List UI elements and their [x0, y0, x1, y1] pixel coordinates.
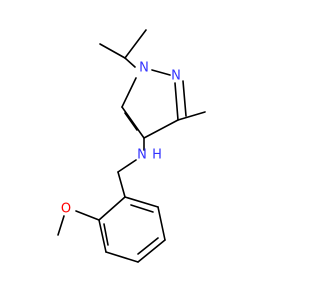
- atom-label-layer: N N N H O: [61, 61, 181, 217]
- atom-amine-hydrogen-label: H: [152, 148, 162, 163]
- bond-c4-c5-double: [124, 112, 138, 131]
- bond-layer: [57, 29, 206, 263]
- bond-isopropyl-n1: [124, 57, 136, 68]
- atom-n1-label: N: [139, 61, 149, 76]
- atom-amine-label: N: [137, 148, 147, 163]
- bond-isopropyl-methyl-1: [99, 43, 126, 59]
- bond-c3-c4: [143, 119, 179, 139]
- bond-ring-inner-3: [103, 223, 109, 246]
- bond-ring-4-5: [105, 251, 139, 263]
- bond-n1-n2: [151, 69, 171, 76]
- bond-c3-methyl: [177, 111, 206, 121]
- bond-amine-ch2: [117, 159, 137, 173]
- bond-ring-5-6: [98, 219, 107, 253]
- molecule-structure: N N N H O: [57, 29, 206, 263]
- atom-ether-oxygen-label: O: [61, 202, 71, 217]
- bond-ring-ether-o: [75, 210, 100, 221]
- bond-ch2-ring: [117, 171, 126, 198]
- bond-ring-inner-2: [137, 237, 159, 255]
- atom-n2-label: N: [171, 69, 181, 84]
- bond-ring-3-4: [137, 239, 166, 263]
- bond-ring-inner-1: [130, 204, 154, 213]
- bond-n2-c3: [174, 82, 179, 121]
- bond-ring-6-1: [98, 196, 126, 221]
- bond-isopropyl-methyl-2: [124, 29, 147, 59]
- bond-n2-c3-double: [182, 80, 187, 117]
- bond-ring-1-2: [124, 196, 159, 208]
- bond-c5-n1: [121, 77, 137, 108]
- bond-ring-2-3: [157, 206, 166, 241]
- bond-ether-o-methyl: [57, 215, 65, 236]
- bond-c4-c5: [121, 106, 145, 139]
